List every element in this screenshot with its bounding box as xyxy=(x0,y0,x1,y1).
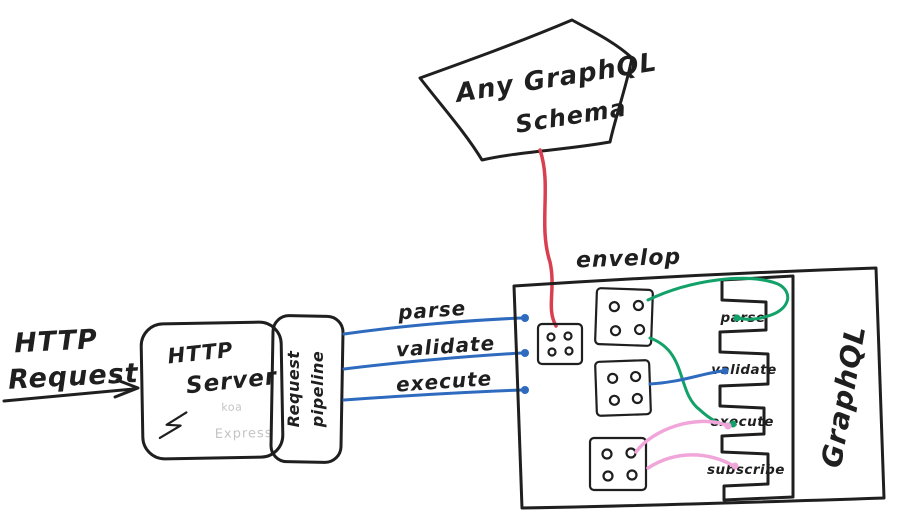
plugin-dot xyxy=(625,447,637,459)
wire-blue-validate-end xyxy=(721,367,729,375)
plugin-dot xyxy=(631,392,643,405)
server-title-line1: HTTP xyxy=(166,338,234,369)
plugin-dot xyxy=(564,346,574,356)
hook-label-validate: validate xyxy=(711,362,777,378)
server-outline xyxy=(139,320,285,461)
plugin-dot xyxy=(547,347,557,357)
wire-pink-execute-end xyxy=(724,422,732,430)
request-pipeline-box: Request pipeline xyxy=(269,314,345,464)
plugin-dot xyxy=(546,332,556,342)
envelop-outline xyxy=(512,266,886,510)
call-line-validate xyxy=(342,351,524,371)
plugin-dot xyxy=(609,325,622,337)
plugin-box-bottom xyxy=(588,436,648,492)
koa-logo-text: koa xyxy=(221,400,242,413)
request-arrow-line xyxy=(2,387,136,403)
call-line-execute xyxy=(342,388,524,402)
wire-green-parse xyxy=(646,276,790,321)
call-line-parse xyxy=(342,316,524,336)
http-server-box: HTTP Server koa Express xyxy=(139,320,285,461)
plugin-box-outline xyxy=(594,359,652,417)
plugin-dot xyxy=(632,299,645,312)
schema-box: Any GraphQL Schema xyxy=(418,18,659,162)
wire-pink-subscribe xyxy=(646,453,734,470)
schema-cord xyxy=(538,148,558,328)
envelop-label: envelop xyxy=(576,245,682,274)
plugin-dot xyxy=(608,394,621,406)
request-arrow-head xyxy=(113,378,140,399)
wire-green-parse-end xyxy=(733,314,741,322)
plugin-box-outline xyxy=(536,322,584,366)
pipeline-label-line1: Request xyxy=(284,350,303,428)
envelop-container: envelop parse validate execute subscribe… xyxy=(512,245,886,510)
plugin-dot xyxy=(630,370,642,383)
plugin-dot xyxy=(601,448,613,460)
pipeline-outline xyxy=(269,314,345,464)
plugin-dot xyxy=(633,323,646,336)
plugin-dot xyxy=(607,372,619,384)
http-request-line1: HTTP xyxy=(13,324,98,359)
plugin-dot xyxy=(602,470,614,482)
http-request-group: HTTP Request xyxy=(2,324,140,403)
schema-box-outline xyxy=(418,18,634,162)
plugin-dot xyxy=(608,301,620,313)
call-endpoint-validate xyxy=(521,349,529,357)
lightning-icon xyxy=(158,411,188,440)
schema-label-line1: Any GraphQL xyxy=(452,47,659,109)
hooks-comb-outline xyxy=(718,274,795,502)
call-endpoint-execute xyxy=(521,386,529,394)
plugin-dot xyxy=(626,469,638,481)
plugin-box-middle xyxy=(594,359,652,417)
wire-blue-validate xyxy=(648,369,724,386)
call-endpoint-parse xyxy=(521,314,529,322)
graphql-label: GraphQL xyxy=(815,322,873,470)
pipeline-label-line2: pipeline xyxy=(308,351,327,428)
wire-pink-execute xyxy=(634,419,728,454)
plugin-box-top xyxy=(594,287,654,347)
call-lines: parse validate execute xyxy=(342,296,529,402)
call-label-parse: parse xyxy=(396,296,467,325)
express-logo-text: Express xyxy=(215,426,273,442)
plugin-box-outline xyxy=(588,436,648,492)
plugin-box-small xyxy=(536,322,584,366)
plugin-box-outline xyxy=(594,287,654,347)
hook-label-subscribe: subscribe xyxy=(707,462,785,478)
plugin-dot xyxy=(563,331,573,341)
server-title-line2: Server xyxy=(185,364,279,399)
wire-pink-subscribe-end xyxy=(731,462,739,470)
